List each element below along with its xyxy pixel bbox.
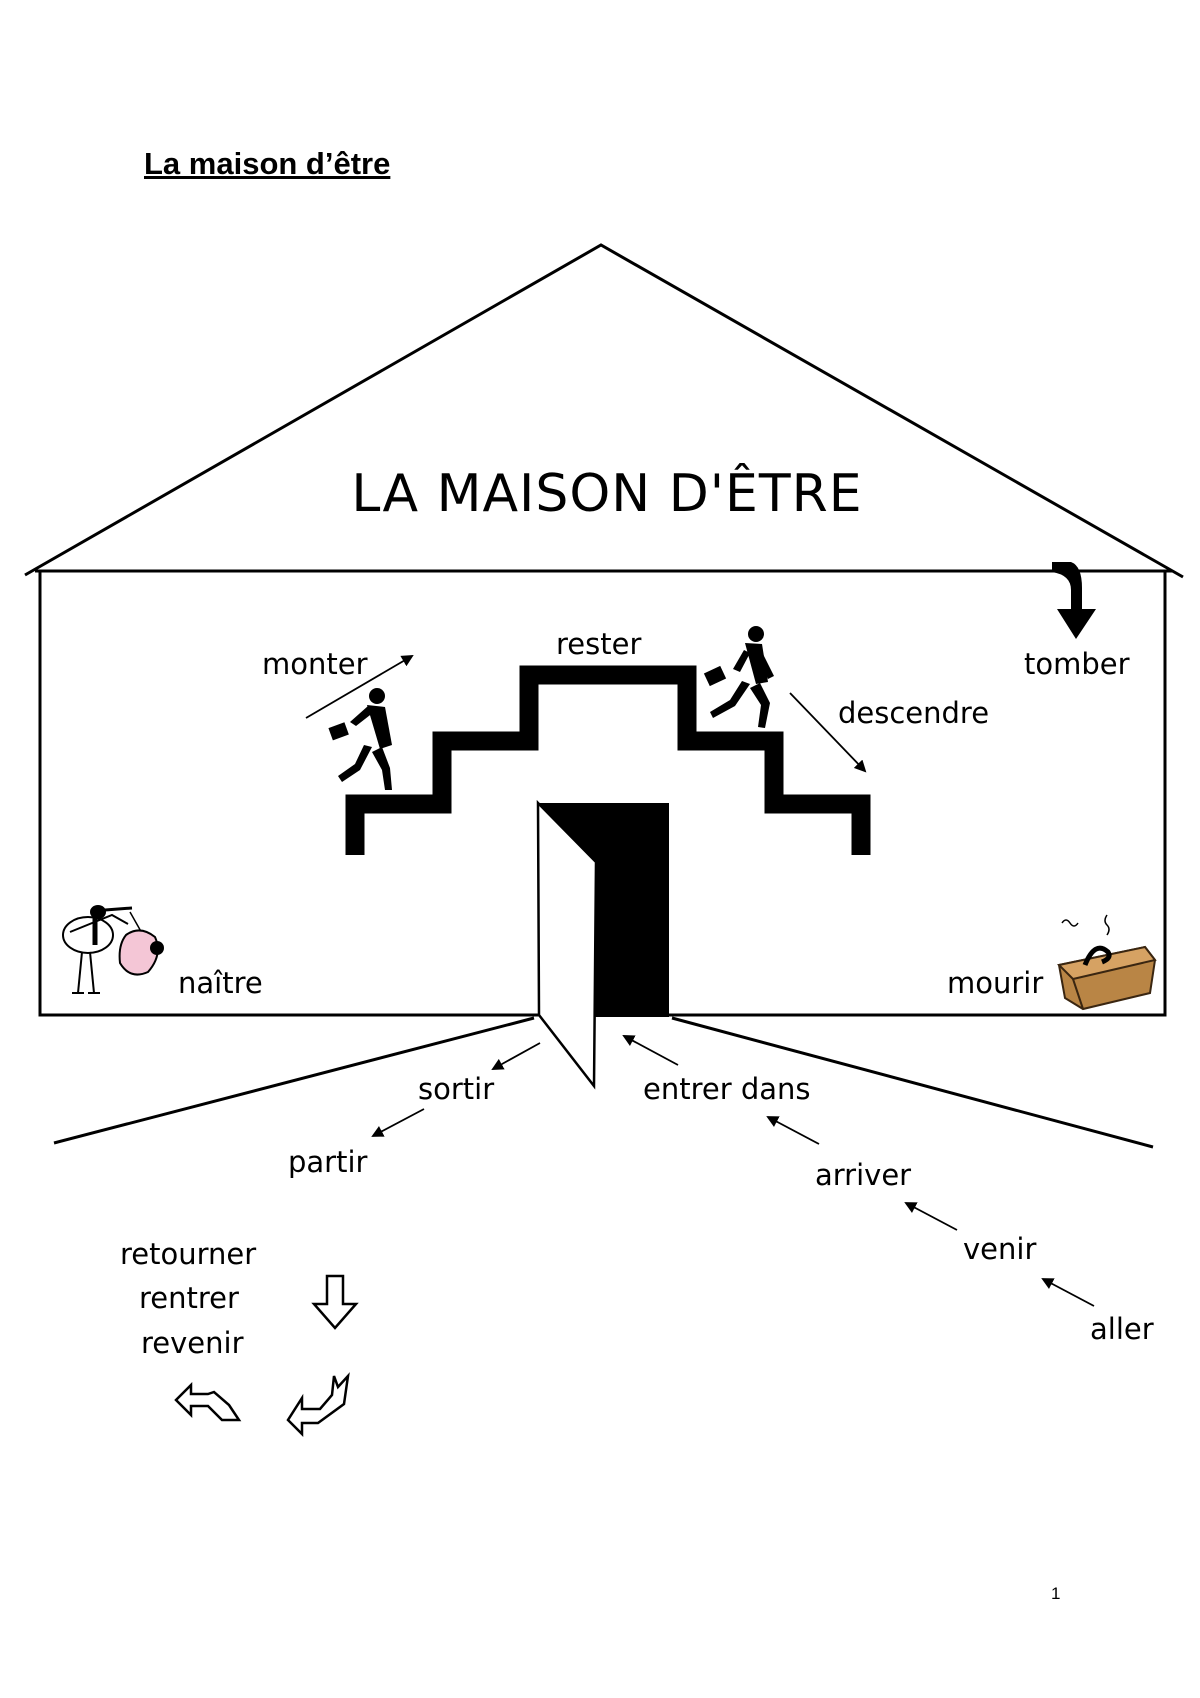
- document-title: La maison d’être: [144, 146, 391, 181]
- verb-naitre: naître: [178, 966, 263, 1000]
- open-door: [536, 799, 598, 1090]
- arrow-sortir: [491, 1042, 541, 1070]
- arrow-partir: [371, 1108, 425, 1137]
- verb-revenir: revenir: [141, 1326, 244, 1360]
- verb-partir: partir: [288, 1145, 368, 1179]
- verb-monter: monter: [262, 647, 368, 681]
- page-number: 1: [1051, 1584, 1061, 1603]
- verb-retourner: retourner: [120, 1237, 256, 1271]
- verb-venir: venir: [963, 1232, 1036, 1266]
- arrow-venir: [904, 1202, 958, 1231]
- coffin-icon: [1056, 914, 1157, 1011]
- arrow-arriver: [766, 1116, 820, 1145]
- verb-mourir: mourir: [947, 966, 1043, 1000]
- arrow-entrer: [622, 1035, 679, 1066]
- verb-entrer-dans: entrer dans: [643, 1072, 811, 1106]
- arrow-monter: [305, 654, 414, 719]
- staircase: [345, 665, 871, 855]
- down-arrow-icon: [1052, 562, 1096, 639]
- verb-descendre: descendre: [838, 696, 989, 730]
- doorway: [596, 803, 669, 1017]
- man-with-briefcase-icon: [328, 688, 392, 790]
- path-left: [53, 1016, 535, 1145]
- stork-with-baby-icon: [62, 905, 164, 994]
- verb-rentrer: rentrer: [139, 1281, 239, 1315]
- man-with-briefcase-icon: [703, 626, 774, 728]
- verb-tomber: tomber: [1024, 647, 1130, 681]
- arrow-descendre: [789, 692, 867, 773]
- verb-rester: rester: [556, 627, 641, 661]
- roof: [24, 243, 1184, 579]
- arrow-aller: [1041, 1278, 1095, 1307]
- verb-sortir: sortir: [418, 1072, 494, 1106]
- verb-arriver: arriver: [815, 1158, 911, 1192]
- path-right: [671, 1016, 1154, 1149]
- motion-arrows: [305, 654, 1095, 1307]
- house-sign: LA MAISON D'ÊTRE: [351, 463, 862, 524]
- verb-labels: monter rester descendre tomber naître mo…: [120, 627, 1154, 1360]
- verb-aller: aller: [1090, 1312, 1154, 1346]
- return-arrow-icon: [174, 1274, 359, 1438]
